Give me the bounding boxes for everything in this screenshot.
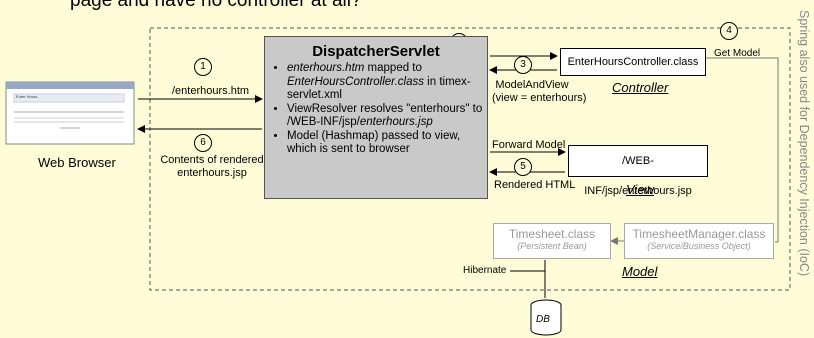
- get-model-label: Get Model: [714, 48, 761, 59]
- contents-label: Contents of rendered enterhours.jsp: [157, 154, 267, 180]
- browser-titlebar: [6, 82, 134, 89]
- timesheet-sub-label: (Persistent Bean): [517, 241, 587, 251]
- hibernate-label: Hibernate: [463, 265, 507, 276]
- step-1-marker: 1: [194, 58, 212, 76]
- dispatcher-bullet-3: Model (Hashmap) passed to view, which is…: [287, 130, 487, 157]
- dispatcher-title: DispatcherServlet: [312, 43, 440, 60]
- controller-role-label: Controller: [612, 80, 669, 95]
- timesheet-class-label: Timesheet.class: [508, 227, 596, 241]
- side-text: Spring also used for Dependency Injectio…: [797, 10, 811, 277]
- browser-window: [5, 81, 135, 145]
- step-4-marker: 4: [720, 22, 738, 40]
- dispatcher-bullet-2: ViewResolver resolves "enterhours" to /W…: [287, 103, 487, 130]
- step-5-marker: 5: [514, 158, 532, 176]
- view-role-label: View: [626, 182, 654, 197]
- spring-boundary: [149, 27, 791, 291]
- manager-sub-label: (Service/Business Object): [647, 241, 751, 251]
- step-6-marker: 6: [194, 134, 212, 152]
- timesheet-manager-box: TimesheetManager.class (Service/Business…: [624, 223, 774, 259]
- browser-header-bar: [13, 93, 125, 103]
- top-question-text: page and have no controller at all?: [70, 0, 362, 11]
- model-and-view-label: ModelAndView (view = enterhours): [492, 79, 587, 105]
- model-role-label: Model: [622, 264, 658, 279]
- browser-mini-title: Enter Hours: [16, 94, 38, 99]
- step-3-marker: 3: [514, 56, 532, 74]
- model-and-view-line2: (view = enterhours): [492, 92, 587, 104]
- contents-label-line2: enterhours.jsp: [177, 167, 247, 179]
- browser-label: Web Browser: [38, 155, 116, 170]
- request-label: /enterhours.htm: [172, 85, 250, 97]
- get-model-line: [704, 57, 779, 242]
- dispatcher-bullet-1: enterhours.htm mapped to EnterHoursContr…: [287, 62, 487, 103]
- view-box: /WEB-INF/jsp/enterhours.jsp: [568, 145, 708, 197]
- db-label: DB: [536, 314, 550, 325]
- side-text-container: Spring also used for Dependency Injectio…: [791, 10, 813, 300]
- db-cylinder-body: [530, 305, 562, 336]
- timesheet-bean-box: Timesheet.class (Persistent Bean): [493, 223, 611, 259]
- dispatcher-servlet-box: DispatcherServlet enterhours.htm mapped …: [264, 36, 488, 199]
- rendered-html-label: Rendered HTML: [494, 179, 576, 191]
- contents-label-line1: Contents of rendered: [160, 154, 264, 166]
- controller-box: EnterHoursController.class: [560, 48, 706, 76]
- manager-class-label: TimesheetManager.class: [632, 227, 766, 241]
- dispatcher-bullets: enterhours.htm mapped to EnterHoursContr…: [265, 62, 487, 157]
- model-and-view-line1: ModelAndView: [495, 79, 569, 91]
- forward-model-label: Forward Model: [492, 139, 566, 151]
